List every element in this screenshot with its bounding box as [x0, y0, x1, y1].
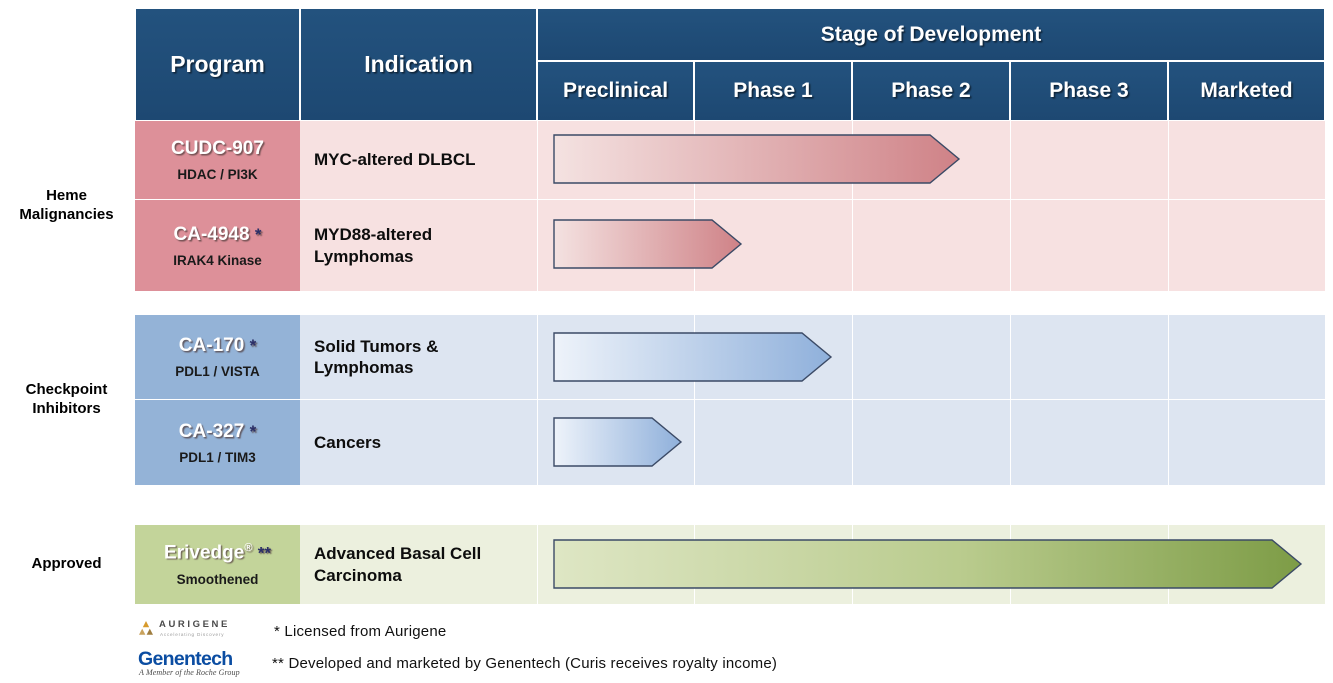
- header-stage-phase-3-label: Phase 3: [1049, 79, 1129, 102]
- program-name-text: CA-4948: [173, 223, 250, 245]
- header-stage-phase-1: Phase 1: [694, 61, 852, 121]
- table-row-indication-cudc-907: MYC-altered DLBCL: [300, 121, 537, 200]
- group-label-heme: Heme Malignancies: [0, 121, 133, 291]
- table-row-indication-erivedge: Advanced Basal Cell Carcinoma: [300, 525, 537, 604]
- aurigene-mark-icon: [139, 621, 153, 635]
- indication-text: Cancers: [314, 432, 382, 452]
- header-indication-label: Indication: [364, 51, 473, 77]
- column-separator: [1010, 315, 1011, 485]
- registered-trademark-icon: ®: [244, 542, 253, 555]
- table-row-program-erivedge[interactable]: Erivedge® ** Smoothened: [135, 525, 300, 604]
- header-stage-preclinical-label: Preclinical: [562, 79, 669, 102]
- aurigene-logo: AURIGENE Accelerating Discovery: [138, 618, 242, 644]
- column-separator: [537, 315, 538, 485]
- table-row-indication-ca-170: Solid Tumors & Lymphomas: [300, 315, 537, 400]
- program-name: Erivedge® **: [164, 542, 271, 564]
- group-label-text: Approved: [31, 555, 102, 573]
- column-separator: [694, 315, 695, 485]
- header-stage-phase-2-label: Phase 2: [891, 79, 971, 102]
- indication-text: MYC-altered DLBCL: [314, 150, 476, 170]
- table-row-indication-ca-4948: MYD88-altered Lymphomas: [300, 200, 537, 291]
- header-stage-marketed-label: Marketed: [1200, 79, 1293, 102]
- column-separator: [537, 121, 538, 291]
- progress-arrow-ca-4948: [553, 219, 743, 269]
- column-separator: [852, 315, 853, 485]
- band-heme-malignancies: CUDC-907 HDAC / PI3K MYC-altered DLBCL C…: [135, 121, 1325, 291]
- genentech-wordmark: Genentech: [138, 648, 233, 670]
- header-stage-marketed: Marketed: [1168, 61, 1325, 121]
- program-name: CA-4948 *: [174, 224, 262, 246]
- progress-arrow-cudc-907: [553, 134, 961, 184]
- program-footnote-marker: **: [257, 543, 271, 563]
- header-indication: Indication: [300, 8, 537, 121]
- header-program-label: Program: [170, 51, 265, 77]
- program-target: HDAC / PI3K: [177, 167, 258, 182]
- column-separator: [694, 121, 695, 291]
- column-separator: [1168, 121, 1169, 291]
- table-row-program-ca-4948[interactable]: CA-4948 * IRAK4 Kinase: [135, 200, 300, 291]
- stage-track-ca-170: [537, 315, 1325, 400]
- header-stage-label: Stage of Development: [820, 22, 1042, 46]
- progress-arrow-erivedge: [553, 539, 1303, 589]
- program-footnote-marker: *: [249, 421, 257, 441]
- program-target: PDL1 / VISTA: [175, 364, 260, 379]
- indication-text: Solid Tumors & Lymphomas: [314, 336, 439, 377]
- footnote-text: ** Developed and marketed by Genentech (…: [272, 654, 778, 672]
- footnote-genentech: Genentech A Member of the Roche Group **…: [138, 648, 777, 678]
- program-name-text: CUDC-907: [171, 138, 264, 159]
- program-name: CA-327 *: [179, 421, 256, 443]
- group-label-text: Heme Malignancies: [19, 187, 114, 223]
- program-target: Smoothened: [176, 571, 259, 587]
- aurigene-tagline: Accelerating Discovery: [160, 632, 225, 637]
- program-footnote-marker: *: [249, 336, 257, 355]
- program-name-text: CA-170: [178, 335, 245, 356]
- program-name-text: Erivedge: [164, 542, 245, 564]
- program-target: PDL1 / TIM3: [179, 449, 256, 465]
- aurigene-wordmark: AURIGENE: [159, 619, 230, 630]
- column-separator: [537, 525, 538, 604]
- header-stage-phase-1-label: Phase 1: [733, 79, 813, 102]
- header-stage-of-development: Stage of Development: [537, 8, 1325, 61]
- genentech-logo: Genentech A Member of the Roche Group: [138, 648, 242, 678]
- footnote-aurigene: AURIGENE Accelerating Discovery * Licens…: [138, 618, 446, 644]
- indication-text: MYD88-altered Lymphomas: [314, 225, 433, 266]
- band-approved: Erivedge® ** Smoothened Advanced Basal C…: [135, 525, 1325, 604]
- footnote-text: * Licensed from Aurigene: [274, 622, 447, 640]
- header-program: Program: [135, 8, 300, 121]
- table-row-program-ca-170[interactable]: CA-170 * PDL1 / VISTA: [135, 315, 300, 400]
- group-label-text: Checkpoint Inhibitors: [25, 381, 108, 417]
- table-row-program-cudc-907[interactable]: CUDC-907 HDAC / PI3K: [135, 121, 300, 200]
- header-stage-phase-2: Phase 2: [852, 61, 1010, 121]
- column-separator: [1010, 121, 1011, 291]
- group-label-approved: Approved: [0, 525, 133, 604]
- program-target: IRAK4 Kinase: [173, 252, 262, 268]
- genentech-tagline: A Member of the Roche Group: [139, 668, 240, 677]
- program-name-text: CA-327: [178, 420, 245, 442]
- header-stage-phase-3: Phase 3: [1010, 61, 1168, 121]
- progress-arrow-ca-327: [553, 417, 683, 467]
- band-checkpoint-inhibitors: CA-170 * PDL1 / VISTA Solid Tumors & Lym…: [135, 315, 1325, 485]
- table-row-indication-ca-327: Cancers: [300, 400, 537, 485]
- column-separator: [852, 121, 853, 291]
- indication-text: Advanced Basal Cell Carcinoma: [314, 544, 482, 585]
- column-separator: [1168, 315, 1169, 485]
- program-name: CUDC-907: [171, 138, 264, 160]
- header-stage-preclinical: Preclinical: [537, 61, 694, 121]
- progress-arrow-ca-170: [553, 332, 833, 382]
- group-label-checkpoint: Checkpoint Inhibitors: [0, 315, 133, 485]
- program-name: CA-170 *: [179, 335, 256, 357]
- program-footnote-marker: *: [254, 224, 262, 244]
- table-row-program-ca-327[interactable]: CA-327 * PDL1 / TIM3: [135, 400, 300, 485]
